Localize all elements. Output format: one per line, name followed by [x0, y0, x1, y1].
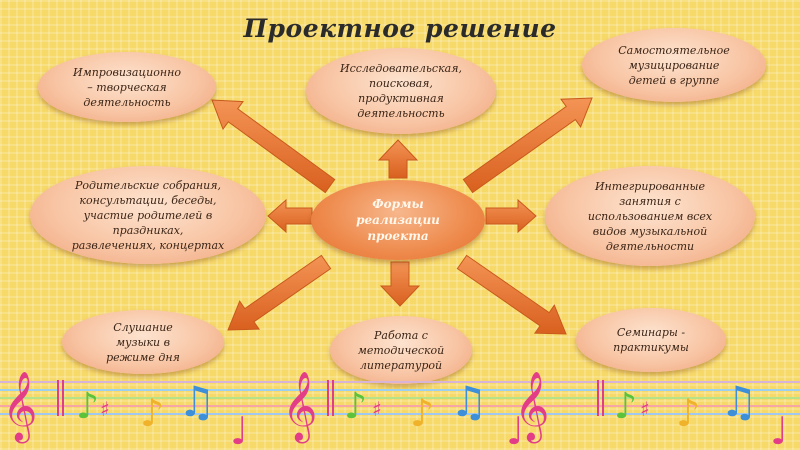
music-notes-icon: ♪ ♯ ♪ ♫ ♩ ♪ ♯ ♪ ♫ ♩ ♪ ♯ ♪ ♫ ♩: [76, 377, 788, 450]
arrow-to-parents: [267, 198, 313, 234]
node-seminars: Семинары -практикумы: [576, 308, 726, 372]
arrow-to-seminars: [456, 254, 567, 335]
svg-text:♩: ♩: [506, 409, 524, 450]
arrow-to-independent: [462, 97, 593, 194]
page-title: Проектное решение: [243, 14, 557, 43]
svg-text:♩: ♩: [230, 409, 248, 450]
arrow-to-integrated: [485, 198, 537, 234]
arrow-to-listening: [227, 254, 332, 331]
svg-text:𝄞: 𝄞: [2, 371, 37, 443]
svg-text:♪: ♪: [410, 391, 434, 435]
treble-clef-icon: 𝄞 𝄞 𝄞: [2, 371, 549, 443]
node-research: Исследовательская,поисковая,продуктивная…: [306, 48, 496, 134]
svg-text:♫: ♫: [720, 377, 758, 426]
music-staff-decoration: 𝄞 𝄞 𝄞 ♪ ♯ ♪ ♫ ♩ ♪ ♯ ♪ ♫ ♩ ♪ ♯ ♪ ♫ ♩: [0, 371, 800, 450]
arrow-to-literature: [379, 261, 421, 307]
svg-text:♪: ♪: [676, 391, 700, 435]
arrow-to-research: [377, 139, 419, 179]
arrow-to-improvisation: [211, 99, 336, 194]
svg-text:♪: ♪: [614, 386, 637, 427]
svg-text:𝄞: 𝄞: [282, 371, 317, 443]
node-parents: Родительские собрания,консультации, бесе…: [30, 166, 266, 264]
staff-lines: [0, 381, 800, 415]
bar-lines: [57, 380, 604, 416]
svg-text:♯: ♯: [372, 397, 382, 421]
svg-text:♩: ♩: [770, 409, 788, 450]
svg-text:♫: ♫: [450, 377, 488, 426]
svg-text:♪: ♪: [76, 386, 99, 427]
svg-text:♫: ♫: [178, 377, 216, 426]
svg-text:♪: ♪: [344, 386, 367, 427]
svg-text:♪: ♪: [140, 391, 164, 435]
svg-text:𝄞: 𝄞: [514, 371, 549, 443]
svg-text:♯: ♯: [640, 397, 650, 421]
svg-text:♯: ♯: [100, 397, 110, 421]
